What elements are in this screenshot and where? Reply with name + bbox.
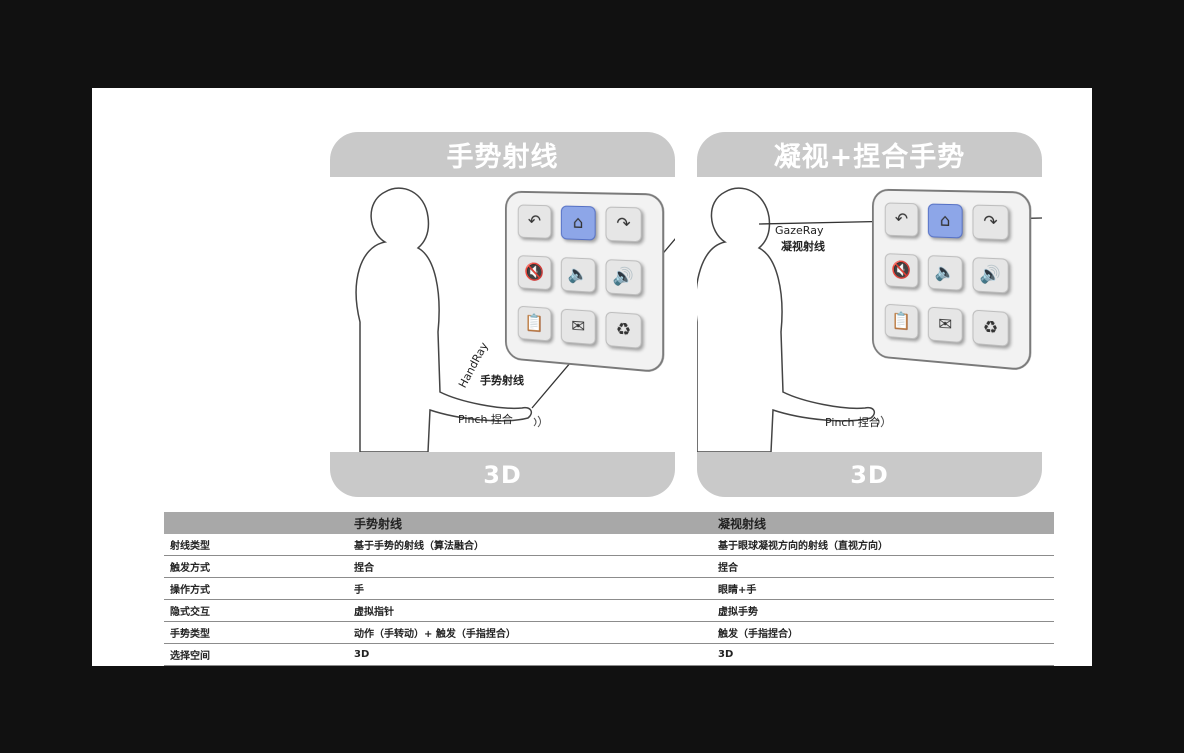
person-silhouette — [355, 187, 533, 453]
volume-low-icon[interactable]: 🔈 — [560, 257, 596, 293]
table-cell: 捏合 — [348, 555, 712, 578]
table-cell: 基于眼球凝视方向的射线（直视方向） — [712, 534, 1054, 556]
table-cell: 隐式交互 — [164, 599, 348, 622]
table-header-cell — [164, 512, 348, 534]
redo-icon[interactable]: ↷ — [972, 204, 1009, 241]
hand-ray-ui-grid: ↶ ⌂ ↷ 🔇 🔈 🔊 📋 ✉ ♻ — [504, 190, 665, 374]
volume-high-icon[interactable]: 🔊 — [605, 259, 642, 296]
table-cell: 基于手势的射线（算法融合） — [348, 534, 712, 556]
undo-icon[interactable]: ↶ — [884, 202, 919, 237]
table-cell: 捏合 — [712, 555, 1054, 578]
mute-icon[interactable]: 🔇 — [884, 253, 919, 289]
table-row: 隐式交互 虚拟指针 虚拟手势 — [164, 599, 1054, 622]
table-row: 操作方式 手 眼睛+手 — [164, 577, 1054, 600]
gaze-ray-label-cn: 凝视射线 — [781, 240, 825, 253]
redo-icon[interactable]: ↷ — [605, 206, 642, 243]
person-silhouette — [697, 187, 876, 453]
table-cell: 选择空间 — [164, 643, 348, 666]
gaze-pinch-panel: 凝视+捏合手势 ↶ ⌂ ↷ 🔇 🔈 🔊 📋 ✉ ♻ GazeRay 凝视射线 P… — [697, 132, 1042, 497]
gaze-ray-label: GazeRay — [775, 224, 824, 237]
gaze-ui-grid: ↶ ⌂ ↷ 🔇 🔈 🔊 📋 ✉ ♻ — [871, 188, 1032, 372]
pinch-label: Pinch 捏合 — [825, 416, 880, 429]
recycle-bin-icon[interactable]: ♻ — [972, 309, 1009, 347]
table-cell: 操作方式 — [164, 577, 348, 600]
table-row: 触发方式 捏合 捏合 — [164, 555, 1054, 578]
comparison-table: 手势射线 凝视射线 射线类型 基于手势的射线（算法融合） 基于眼球凝视方向的射线… — [164, 512, 1054, 666]
volume-low-icon[interactable]: 🔈 — [927, 255, 963, 291]
table-row: 手势类型 动作（手转动）+ 触发（手指捏合） 触发（手指捏合） — [164, 621, 1054, 644]
gaze-pinch-bottom-3d: 3D — [697, 452, 1042, 497]
table-header-row: 手势射线 凝视射线 — [164, 512, 1054, 534]
table-cell: 手势类型 — [164, 621, 348, 644]
mail-icon[interactable]: ✉ — [927, 306, 963, 344]
home-icon[interactable]: ⌂ — [560, 205, 596, 241]
table-row: 射线类型 基于手势的射线（算法融合） 基于眼球凝视方向的射线（直视方向） — [164, 534, 1054, 556]
table-cell: 动作（手转动）+ 触发（手指捏合） — [348, 621, 712, 644]
table-cell: 虚拟指针 — [348, 599, 712, 622]
mute-icon[interactable]: 🔇 — [517, 255, 552, 291]
table-cell: 3D — [348, 643, 712, 666]
table-cell: 触发方式 — [164, 555, 348, 578]
table-cell: 眼睛+手 — [712, 577, 1054, 600]
recycle-bin-icon[interactable]: ♻ — [605, 311, 642, 349]
table-header-cell: 手势射线 — [348, 512, 712, 534]
hand-ray-title: 手势射线 — [330, 132, 675, 177]
table-header-cell: 凝视射线 — [712, 512, 1054, 534]
gaze-pinch-title: 凝视+捏合手势 — [697, 132, 1042, 177]
pinch-label: Pinch 捏合 — [458, 413, 513, 426]
pinch-marks — [876, 415, 884, 428]
hand-ray-bottom-3d: 3D — [330, 452, 675, 497]
volume-high-icon[interactable]: 🔊 — [972, 257, 1009, 294]
home-icon[interactable]: ⌂ — [927, 203, 963, 239]
table-cell: 3D — [712, 643, 1054, 666]
hand-ray-label-cn: 手势射线 — [480, 374, 524, 387]
table-row: 选择空间 3D 3D — [164, 643, 1054, 666]
table-cell: 触发（手指捏合） — [712, 621, 1054, 644]
undo-icon[interactable]: ↶ — [517, 204, 552, 239]
clipboard-icon[interactable]: 📋 — [517, 305, 552, 342]
mail-icon[interactable]: ✉ — [560, 308, 596, 346]
figure-card: 手势射线 ↶ ⌂ ↷ 🔇 🔈 🔊 📋 ✉ ♻ HandRay 手势射线 Pinc… — [92, 88, 1092, 666]
hand-ray-panel: 手势射线 ↶ ⌂ ↷ 🔇 🔈 🔊 📋 ✉ ♻ HandRay 手势射线 Pinc… — [330, 132, 675, 497]
table-cell: 射线类型 — [164, 534, 348, 556]
pinch-marks — [533, 415, 541, 428]
table-cell: 虚拟手势 — [712, 599, 1054, 622]
clipboard-icon[interactable]: 📋 — [884, 303, 919, 340]
table-cell: 手 — [348, 577, 712, 600]
